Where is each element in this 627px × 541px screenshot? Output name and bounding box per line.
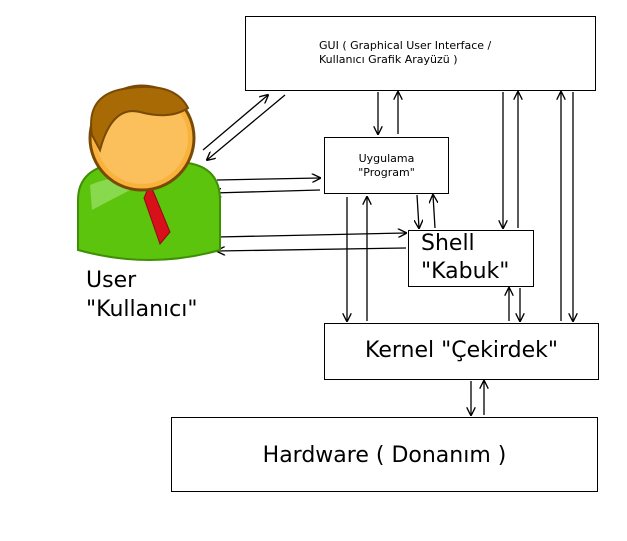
- arrow-user-to-app: [216, 178, 320, 180]
- arrow-user-to-gui: [202, 95, 268, 151]
- hardware-label: Hardware ( Donanım ): [262, 443, 507, 468]
- shell-label-line1: Shell: [421, 231, 475, 256]
- kernel-node: Kernel "Çekirdek": [324, 323, 599, 380]
- application-node: Uygulama "Program": [324, 137, 449, 194]
- shell-label-line2: "Kabuk": [421, 259, 510, 284]
- user-avatar-icon: [77, 84, 221, 261]
- avatar-tie: [143, 182, 171, 245]
- arrow-shell-to-app: [433, 195, 435, 229]
- gui-label-line1: GUI ( Graphical User Interface /: [319, 39, 492, 52]
- hardware-node: Hardware ( Donanım ): [171, 417, 598, 492]
- arrow-user-to-shell: [216, 233, 406, 237]
- avatar-hair: [90, 85, 190, 153]
- application-label-line1: Uygulama: [358, 152, 415, 165]
- arrow-app-to-user: [213, 190, 321, 193]
- arrow-gui-to-user: [207, 94, 286, 160]
- user-label-line1: User: [86, 268, 137, 293]
- arrow-app-to-shell: [417, 194, 419, 228]
- shell-node: Shell "Kabuk": [408, 230, 534, 287]
- gui-node: GUI ( Graphical User Interface / Kullanı…: [245, 16, 596, 91]
- kernel-label: Kernel "Çekirdek": [365, 338, 558, 363]
- application-label-line2: "Program": [358, 166, 415, 179]
- user-label-line2: "Kullanıcı": [86, 297, 198, 322]
- arrow-shell-to-user: [217, 248, 407, 251]
- gui-label-line2: Kullanıcı Grafik Arayüzü ): [319, 53, 458, 66]
